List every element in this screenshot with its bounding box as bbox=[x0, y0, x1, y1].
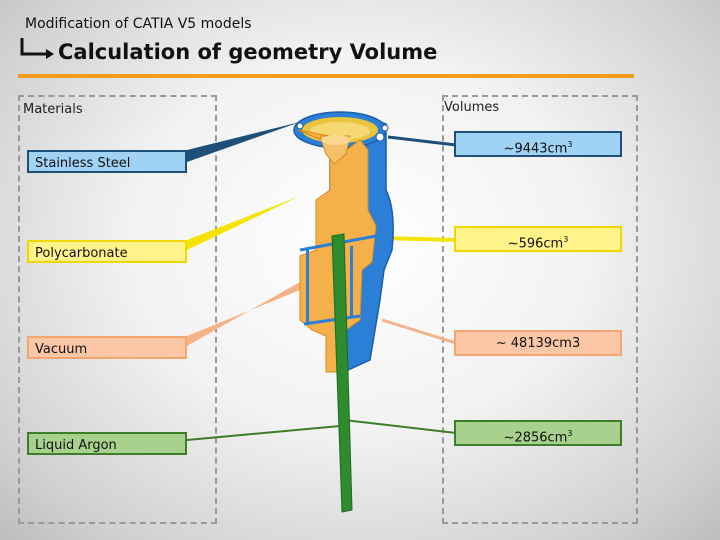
volumes-panel bbox=[442, 95, 638, 524]
volume-unit-exponent: 3 bbox=[567, 429, 573, 438]
volume-value: ~2856cm bbox=[503, 430, 568, 446]
leader-poly-right bbox=[381, 236, 457, 242]
volume-stainless-steel: ~9443cm3 bbox=[454, 131, 622, 157]
leader-vacuum bbox=[187, 282, 300, 346]
leader-argon-right bbox=[343, 419, 457, 434]
volume-liquid-argon: ~2856cm3 bbox=[454, 420, 622, 446]
return-arrow-icon bbox=[20, 38, 54, 59]
leader-vacuum-right bbox=[381, 318, 457, 345]
leader-argon bbox=[186, 425, 341, 441]
volumes-heading: Volumes bbox=[444, 100, 500, 115]
materials-panel bbox=[18, 95, 217, 524]
argon-rod bbox=[331, 233, 353, 513]
title-underline bbox=[18, 74, 634, 78]
material-liquid-argon: Liquid Argon bbox=[27, 432, 187, 455]
material-stainless-steel: Stainless Steel bbox=[27, 150, 187, 173]
leader-poly bbox=[187, 196, 300, 250]
volume-vacuum: ~ 48139cm3 bbox=[454, 330, 622, 356]
leader-steel bbox=[187, 122, 300, 162]
material-vacuum: Vacuum bbox=[27, 336, 187, 359]
material-polycarbonate: Polycarbonate bbox=[27, 240, 187, 263]
page-title: Calculation of geometry Volume bbox=[58, 40, 438, 64]
breadcrumb: Modification of CATIA V5 models bbox=[25, 16, 252, 32]
volume-value: ~ 48139cm3 bbox=[495, 336, 581, 351]
volume-value: ~596cm bbox=[507, 236, 564, 252]
materials-heading: Materials bbox=[23, 102, 83, 117]
volume-value: ~9443cm bbox=[503, 141, 568, 157]
volume-unit-exponent: 3 bbox=[563, 235, 569, 244]
volume-unit-exponent: 3 bbox=[567, 140, 573, 149]
leader-steel-right bbox=[387, 135, 457, 147]
volume-polycarbonate: ~596cm3 bbox=[454, 226, 622, 252]
leader-lines bbox=[186, 122, 457, 441]
